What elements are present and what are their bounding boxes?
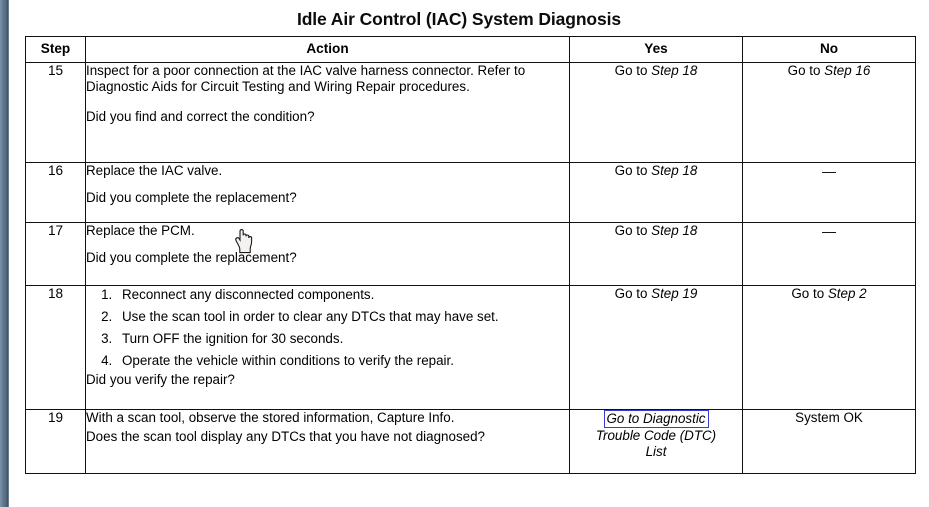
step-number: 15: [25, 62, 86, 163]
no-result-text: System OK: [795, 410, 863, 425]
column-header-step: Step: [25, 36, 86, 63]
yes-prefix: Go to: [614, 163, 652, 178]
action-question: Does the scan tool display any DTCs that…: [86, 429, 485, 445]
no-prefix: Go to: [791, 286, 828, 301]
yes-result: Go to Step 18: [569, 222, 743, 286]
action-text: Replace the PCM. Did you complete the re…: [85, 222, 570, 286]
no-result: Go to Step 2: [742, 285, 916, 410]
yes-step-reference: Step 18: [651, 63, 698, 78]
yes-step-reference: Step 18: [651, 223, 698, 238]
table-row: 16 Replace the IAC valve. Did you comple…: [25, 162, 916, 223]
yes-result-link[interactable]: Go to Diagnostic Trouble Code (DTC) List: [569, 409, 743, 474]
spacer: [86, 179, 569, 190]
table-row: 18 Reconnect any disconnected components…: [25, 285, 916, 410]
no-result: Go to Step 16: [742, 62, 916, 163]
table-row: 15 Inspect for a poor connection at the …: [25, 62, 916, 163]
step-number: 17: [25, 222, 86, 286]
column-header-yes: Yes: [569, 36, 743, 63]
diagnosis-table: Step Action Yes No 15 Inspect for a poor…: [25, 36, 916, 474]
column-header-action: Action: [85, 36, 570, 63]
action-text: Reconnect any disconnected components. U…: [85, 285, 570, 410]
no-result: —: [742, 162, 916, 223]
no-step-reference: Step 2: [827, 286, 867, 301]
action-question: Did you verify the repair?: [86, 372, 235, 388]
yes-step-reference: Step 19: [651, 286, 698, 301]
yes-prefix: Go to: [614, 63, 652, 78]
yes-result: Go to Step 18: [569, 162, 743, 223]
action-question: Did you complete the replacement?: [86, 250, 297, 266]
substep-item: Operate the vehicle within conditions to…: [116, 353, 569, 369]
dtc-list-link-line2[interactable]: Trouble Code (DTC): [595, 427, 717, 443]
step-number: 19: [25, 409, 86, 474]
no-result: —: [742, 222, 916, 286]
action-paragraph: Inspect for a poor connection at the IAC…: [86, 63, 526, 95]
dtc-list-link-line3[interactable]: List: [645, 443, 667, 459]
viewer-edge-strip: [0, 0, 9, 507]
yes-prefix: Go to: [614, 286, 652, 301]
no-step-reference: Step 16: [824, 63, 871, 78]
action-question: Did you complete the replacement?: [86, 190, 297, 206]
yes-result: Go to Step 18: [569, 62, 743, 163]
table-row: 17 Replace the PCM. Did you complete the…: [25, 222, 916, 286]
substep-item: Turn OFF the ignition for 30 seconds.: [116, 331, 569, 347]
yes-step-reference: Step 18: [651, 163, 698, 178]
action-paragraph: With a scan tool, observe the stored inf…: [86, 410, 455, 425]
action-text: Inspect for a poor connection at the IAC…: [85, 62, 570, 163]
action-text: With a scan tool, observe the stored inf…: [85, 409, 570, 474]
yes-result: Go to Step 19: [569, 285, 743, 410]
spacer: [86, 239, 569, 250]
column-header-no: No: [742, 36, 916, 63]
document-page: Idle Air Control (IAC) System Diagnosis …: [9, 0, 929, 507]
action-question: Did you find and correct the condition?: [86, 109, 315, 125]
yes-prefix: Go to: [614, 223, 652, 238]
step-number: 16: [25, 162, 86, 223]
no-result: System OK: [742, 409, 916, 474]
action-paragraph: Replace the IAC valve.: [86, 163, 223, 178]
substep-list: Reconnect any disconnected components. U…: [86, 287, 569, 369]
table-row: 19 With a scan tool, observe the stored …: [25, 409, 916, 474]
substep-item: Use the scan tool in order to clear any …: [116, 309, 569, 325]
action-text: Replace the IAC valve. Did you complete …: [85, 162, 570, 223]
dash-mark: —: [822, 223, 836, 239]
substep-item: Reconnect any disconnected components.: [116, 287, 569, 303]
no-prefix: Go to: [787, 63, 825, 78]
step-number: 18: [25, 285, 86, 410]
page-title: Idle Air Control (IAC) System Diagnosis: [296, 9, 622, 29]
dash-mark: —: [822, 163, 836, 179]
action-paragraph: Replace the PCM.: [86, 223, 195, 238]
dtc-list-link[interactable]: Go to Diagnostic: [603, 410, 709, 428]
table-header-row: Step Action Yes No: [25, 36, 916, 63]
spacer: [86, 95, 569, 109]
